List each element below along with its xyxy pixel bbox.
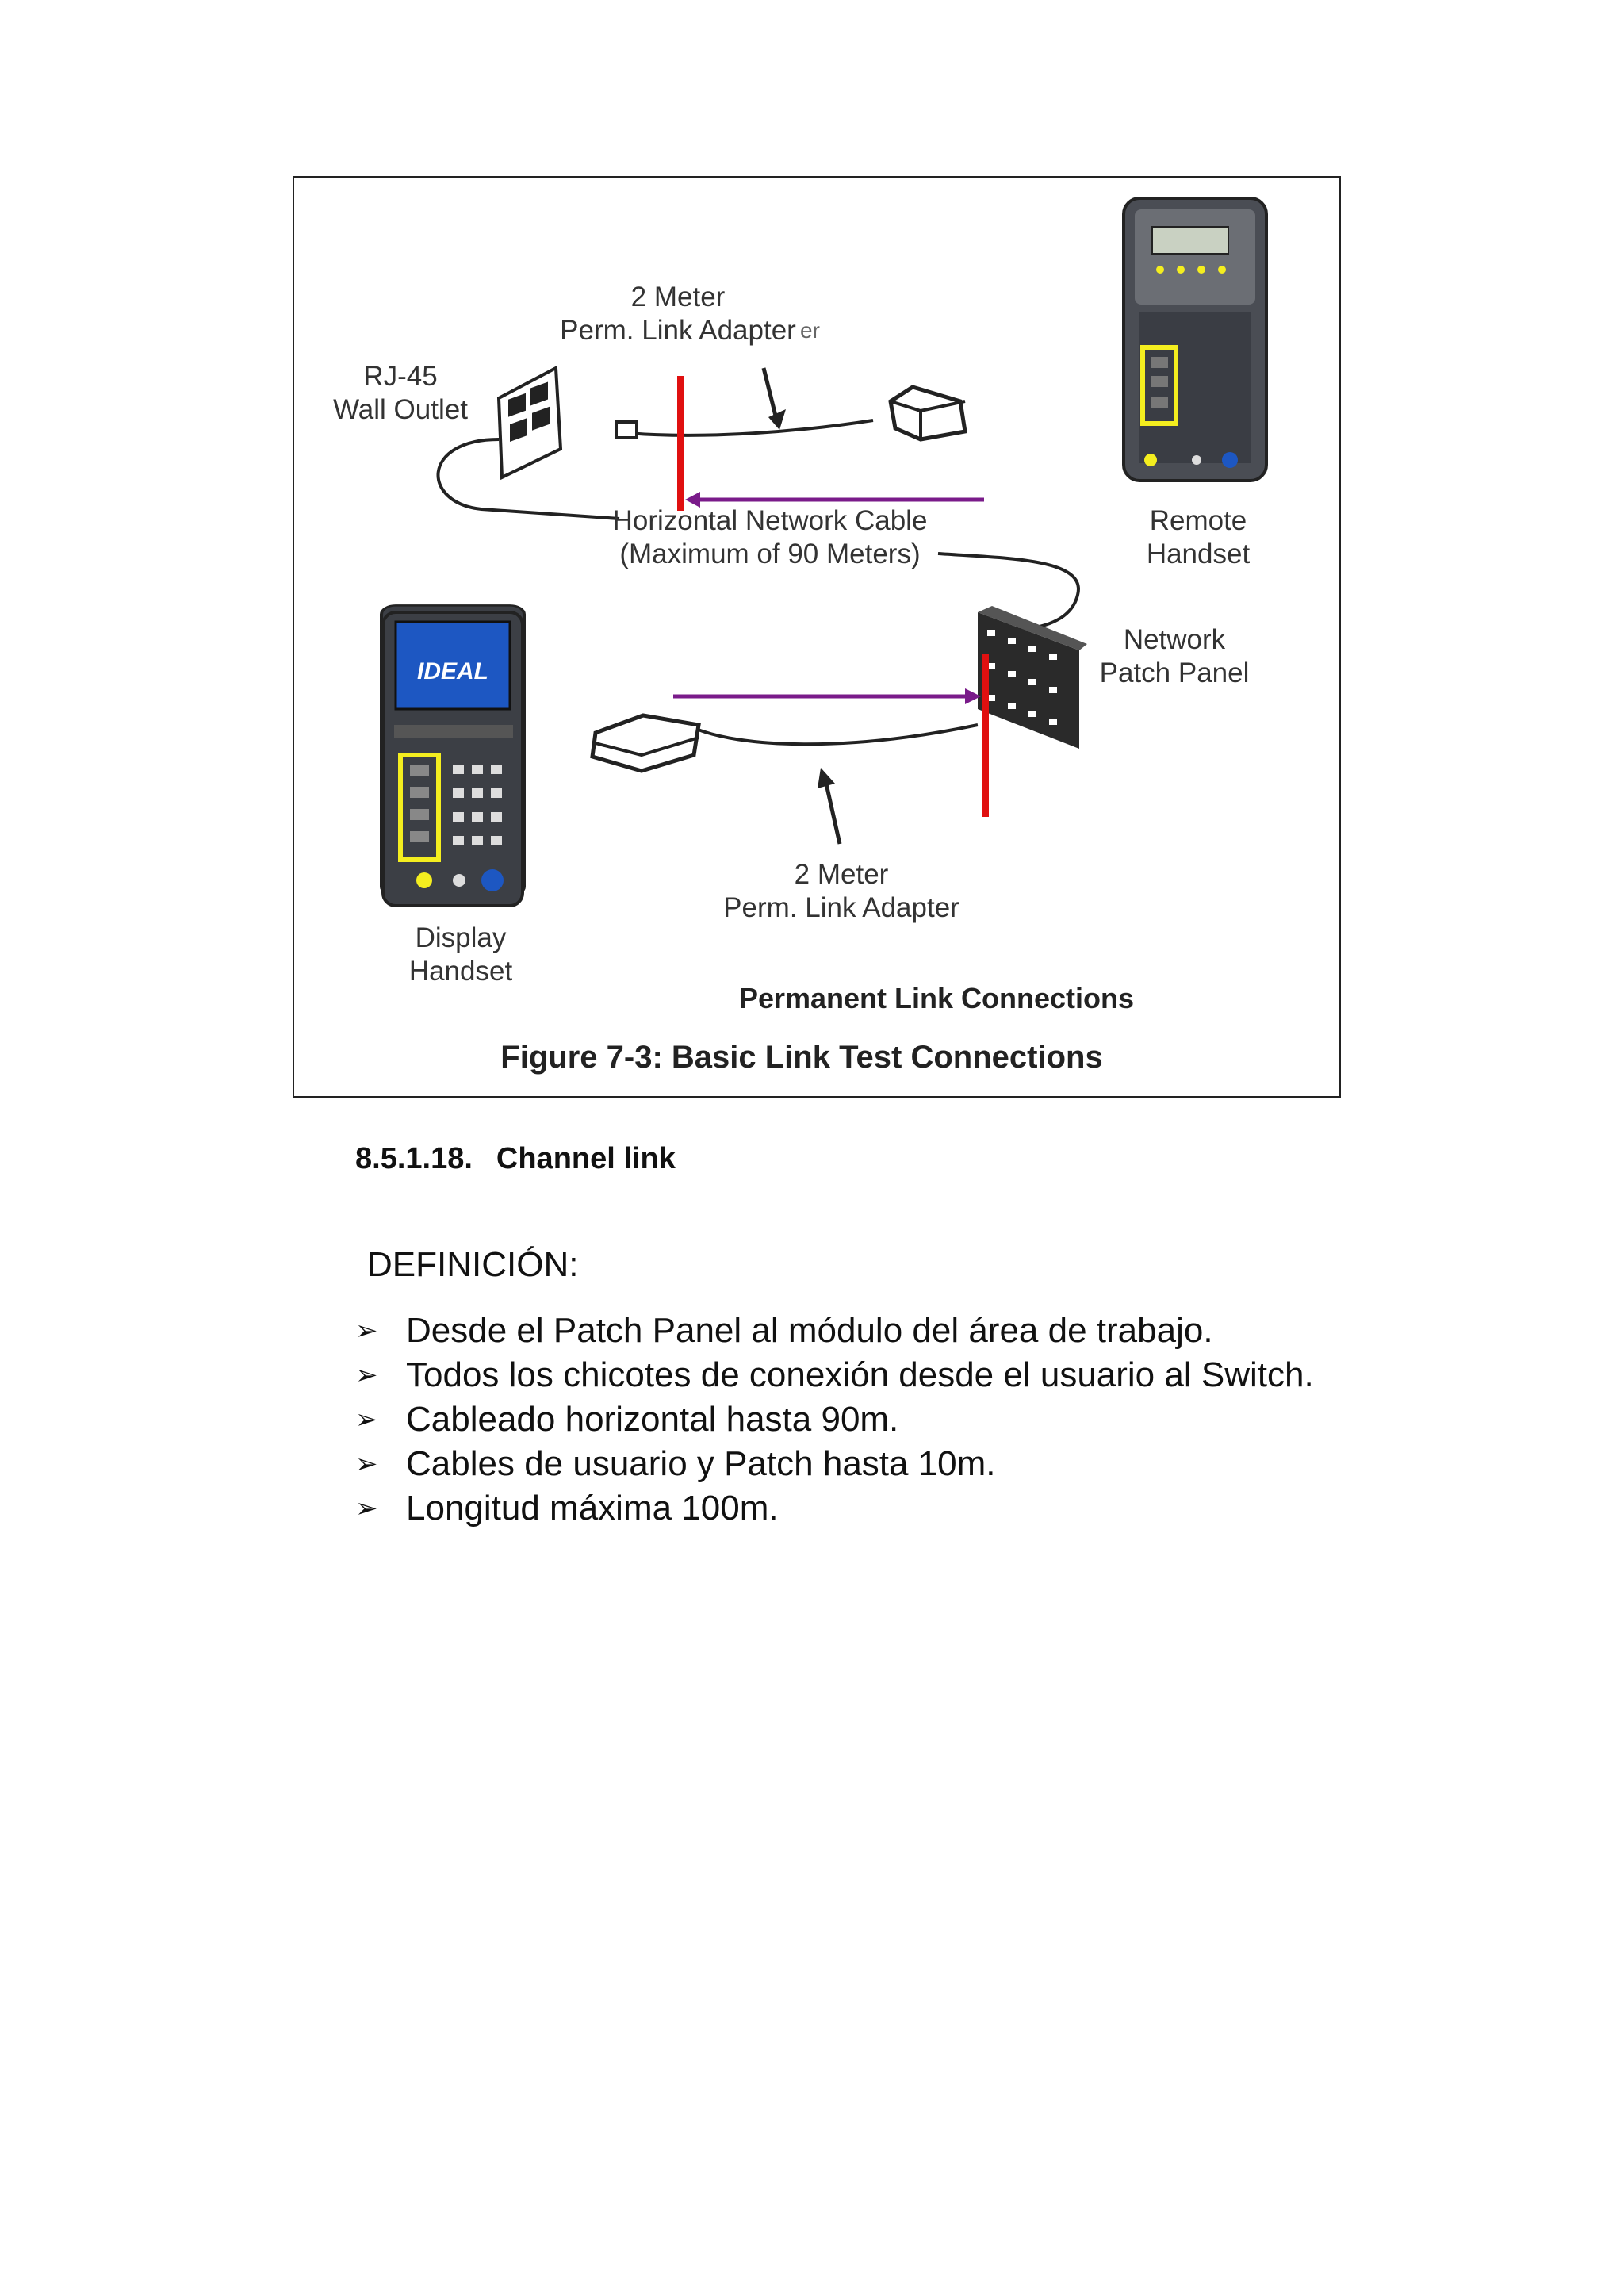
ideal-logo-icon: IDEAL: [417, 658, 488, 684]
cable-line2: (Maximum of 90 Meters): [619, 539, 921, 569]
display-line2: Handset: [408, 956, 513, 987]
list-item-text: Desde el Patch Panel al módulo del área …: [406, 1311, 1213, 1350]
bullet-arrow-icon: ➢: [355, 1316, 378, 1346]
list-item: ➢ Cableado horizontal hasta 90m.: [355, 1397, 1314, 1442]
remote-line1: Remote: [1149, 505, 1247, 536]
bullet-arrow-icon: ➢: [355, 1493, 378, 1524]
list-item: ➢ Longitud máxima 100m.: [355, 1486, 1314, 1531]
patch-line2: Patch Panel: [1099, 657, 1250, 688]
top-adapter-line1: 2 Meter: [630, 282, 726, 312]
adapter-icon: [590, 713, 701, 773]
wall-outlet-line2: Wall Outlet: [333, 394, 468, 425]
bullet-arrow-icon: ➢: [355, 1405, 378, 1435]
cable-label: Horizontal Network Cable (Maximum of 90 …: [603, 504, 936, 571]
patch-panel-icon: [978, 606, 1087, 749]
figure-subcaption: Permanent Link Connections: [738, 982, 1135, 1014]
display-line1: Display: [415, 922, 507, 953]
patch-line1: Network: [1123, 624, 1226, 655]
bottom-adapter-label: 2 Meter Perm. Link Adapter: [714, 858, 968, 925]
figure-basic-link-test: IDEAL 2 Meter Perm. Link Adapter er RJ-4…: [293, 176, 1341, 1098]
list-item-text: Cables de usuario y Patch hasta 10m.: [406, 1444, 996, 1483]
bottom-adapter-line1: 2 Meter: [794, 859, 889, 890]
list-item: ➢ Cables de usuario y Patch hasta 10m.: [355, 1442, 1314, 1486]
figure-caption: Figure 7-3: Basic Link Test Connections: [500, 1040, 1103, 1075]
bullet-arrow-icon: ➢: [355, 1360, 378, 1390]
bullet-list: ➢ Desde el Patch Panel al módulo del área…: [355, 1309, 1314, 1531]
list-item-text: Cableado horizontal hasta 90m.: [406, 1400, 899, 1439]
display-handset-icon: IDEAL: [380, 604, 526, 907]
section-number: 8.5.1.18.: [355, 1142, 473, 1175]
bottom-adapter-line2: Perm. Link Adapter: [723, 892, 959, 923]
list-item-text: Longitud máxima 100m.: [406, 1489, 779, 1527]
top-adapter-label: 2 Meter Perm. Link Adapter: [559, 281, 797, 347]
remote-handset-label: Remote Handset: [1127, 504, 1270, 571]
display-handset-label: Display Handset: [381, 922, 540, 988]
bullet-arrow-icon: ➢: [355, 1449, 378, 1479]
figure-diagram: IDEAL: [380, 197, 1268, 907]
remote-line2: Handset: [1146, 539, 1251, 569]
list-item: ➢ Desde el Patch Panel al módulo del área…: [355, 1309, 1314, 1353]
list-item-text: Todos los chicotes de conexión desde el …: [406, 1355, 1314, 1394]
cable-line1: Horizontal Network Cable: [612, 505, 928, 536]
rj45-plug-icon: [615, 420, 638, 439]
wall-outlet-label: RJ-45 Wall Outlet: [321, 360, 480, 427]
section-title: Channel link: [496, 1142, 676, 1175]
top-adapter-stray-text: er: [800, 318, 820, 343]
list-item: ➢ Todos los chicotes de conexión desde el…: [355, 1353, 1314, 1397]
rj45-wall-outlet-icon: [496, 365, 563, 481]
adapter-icon: [888, 385, 967, 442]
section-heading: 8.5.1.18. Channel link: [355, 1142, 676, 1176]
top-adapter-line2: Perm. Link Adapter: [560, 315, 796, 346]
definition-label: DEFINICIÓN:: [367, 1245, 579, 1284]
remote-handset-icon: [1122, 197, 1268, 482]
patch-panel-label: Network Patch Panel: [1087, 623, 1262, 690]
wall-outlet-line1: RJ-45: [363, 361, 438, 392]
